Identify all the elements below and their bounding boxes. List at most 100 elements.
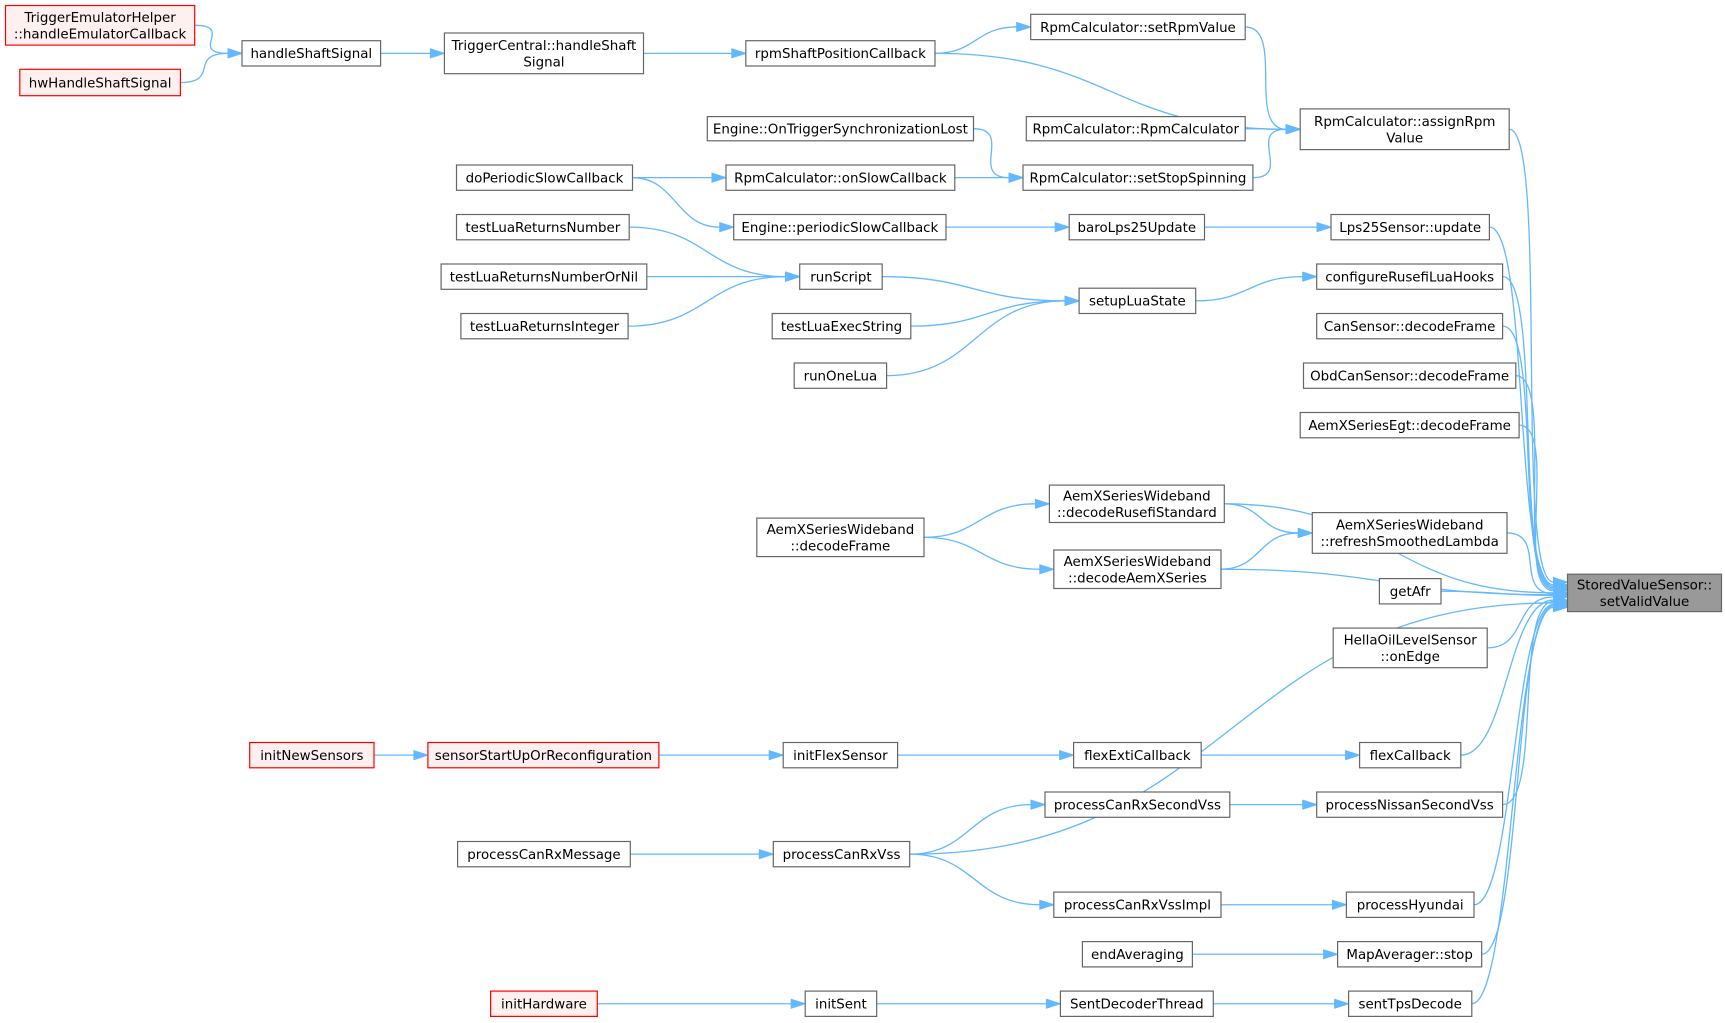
graph-node[interactable]: doPeriodicSlowCallback [455,164,634,191]
graph-node[interactable]: flexExtiCallback [1072,741,1202,769]
graph-node[interactable]: sentTpsDecode [1347,990,1473,1017]
graph-node[interactable]: initSent [804,990,878,1017]
node-label: testLuaReturnsNumber [465,221,620,236]
node-label: sentTpsDecode [1358,998,1461,1013]
node-label: configureRusefiLuaHooks [1325,270,1494,285]
edge-arrowhead-tli-to-rsc [785,271,802,282]
graph-node[interactable]: AemXSeriesEgt::decodeFrame [1299,411,1520,439]
node-label: Signal [523,55,564,70]
graph-node[interactable]: initFlexSensor [782,741,899,769]
edge-awdf-to-awrs [923,503,1036,538]
graph-node[interactable]: endAveraging [1081,940,1194,968]
edge-pns-to-root [1502,600,1554,806]
node-box [455,213,630,241]
graph-node[interactable]: Lps25Sensor::update [1330,213,1490,241]
edge-arrowhead-fec-to-fcb [1345,749,1362,761]
graph-node[interactable]: HellaOilLevelSensor::onEdge [1332,627,1488,669]
graph-node[interactable]: rpmShaftPositionCallback [745,40,936,67]
graph-node[interactable]: Engine::OnTriggerSynchronizationLost [706,115,975,142]
node-box [1345,891,1475,918]
graph-node[interactable]: testLuaExecString [771,312,912,340]
graph-node[interactable]: processHyundai [1345,891,1475,918]
graph-node[interactable]: configureRusefiLuaHooks [1316,263,1504,290]
edge-arrowhead-rol-to-sls [1064,295,1081,307]
graph-node[interactable]: setupLuaState [1078,287,1197,315]
edge-arrowhead-ins-to-ssr [413,749,430,761]
graph-node[interactable]: processCanRxVssImpl [1053,891,1222,918]
node-label: HellaOilLevelSensor [1344,633,1478,648]
graph-node[interactable]: RpmCalculator::onSlowCallback [725,164,956,191]
node-label: initNewSensors [260,749,363,764]
graph-node[interactable]: RpmCalculator::RpmCalculator [1025,115,1246,142]
node-box [1316,791,1504,818]
edge-arrowhead-hwh-to-hss [227,48,244,59]
edge-arrowhead-pci-to-phy [1331,899,1349,910]
node-label: MapAverager::stop [1346,948,1472,963]
node-label: flexExtiCallback [1084,749,1191,764]
node-box [457,840,631,868]
edge-phy-to-root [1473,603,1554,906]
graph-node[interactable]: RpmCalculator::setStopSpinning [1022,164,1254,191]
node-box [1299,108,1510,151]
graph-node[interactable]: SentDecoderThread [1059,990,1214,1017]
node-label: processCanRxVssImpl [1064,899,1211,914]
node-box [249,741,375,769]
graph-node[interactable]: AemXSeriesWideband::decodeRusefiStandard [1048,484,1225,524]
graph-node[interactable]: getAfr [1378,577,1442,605]
graph-node[interactable]: processCanRxSecondVss [1044,791,1231,818]
graph-node[interactable]: initNewSensors [249,741,375,769]
edge-csd-to-root [1502,325,1554,589]
graph-node[interactable]: testLuaReturnsNumberOrNil [440,263,648,290]
node-label: initSent [815,998,867,1013]
edge-srv-to-ara [1245,26,1287,130]
edge-pcv-to-root [909,602,1554,855]
node-box [1048,484,1225,524]
graph-node[interactable]: processNissanSecondVss [1316,791,1504,818]
node-label: AemXSeriesWideband [1064,555,1212,570]
graph-node[interactable]: Engine::periodicSlowCallback [733,213,947,241]
graph-node[interactable]: processCanRxMessage [457,840,631,868]
graph-node[interactable]: MapAverager::stop [1336,940,1483,968]
node-box [1316,312,1504,340]
graph-node[interactable]: runOneLua [793,362,888,389]
node-label: processHyundai [1357,899,1464,914]
graph-node[interactable]: sensorStartUpOrReconfiguration [427,741,660,769]
graph-node[interactable]: TriggerCentral::handleShaftSignal [443,32,645,75]
node-box [19,68,182,97]
graph-node[interactable]: testLuaReturnsNumber [455,213,630,241]
edge-arrowhead-blu-to-lsu [1316,221,1333,233]
edge-awrs-to-awrl [1224,503,1299,534]
graph-node[interactable]: AemXSeriesWideband::refreshSmoothedLambd… [1311,511,1508,554]
graph-node[interactable]: baroLps25Update [1068,213,1206,241]
edge-arrowhead-awdf-to-awda [1039,564,1056,575]
node-box [756,517,925,558]
graph-node[interactable]: handleShaftSignal [241,40,382,67]
graph-node[interactable]: testLuaReturnsInteger [460,312,629,340]
node-label: ::decodeFrame [791,539,891,554]
graph-node[interactable]: AemXSeriesWideband::decodeAemXSeries [1053,549,1222,590]
node-label: handleShaftSignal [250,47,372,62]
graph-node[interactable]: CanSensor::decodeFrame [1316,312,1504,340]
node-box [733,213,947,241]
node-label: SentDecoderThread [1070,998,1204,1013]
edge-awda-to-awrl [1220,532,1299,570]
node-label: endAveraging [1091,948,1184,963]
node-box [1081,940,1194,968]
node-box [772,840,911,868]
edge-arrowhead-pcs-to-pns [1302,799,1319,810]
graph-node[interactable]: hwHandleShaftSignal [19,68,182,97]
node-box [1053,891,1222,918]
graph-node[interactable]: RpmCalculator::setRpmValue [1030,13,1246,41]
graph-node[interactable]: AemXSeriesWideband::decodeFrame [756,517,925,558]
graph-node[interactable]: initHardware [490,990,598,1017]
graph-node[interactable]: processCanRxVss [772,840,911,868]
node-box [804,990,878,1017]
graph-node[interactable]: ObdCanSensor::decodeFrame [1302,362,1517,389]
graph-node[interactable]: flexCallback [1358,741,1462,769]
graph-node[interactable]: TriggerEmulatorHelper::handleEmulatorCal… [4,4,196,46]
node-box [1022,164,1254,191]
node-label: AemXSeriesWideband [767,523,915,538]
node-label: AemXSeriesWideband [1336,519,1484,534]
graph-node[interactable]: runScript [799,263,883,290]
